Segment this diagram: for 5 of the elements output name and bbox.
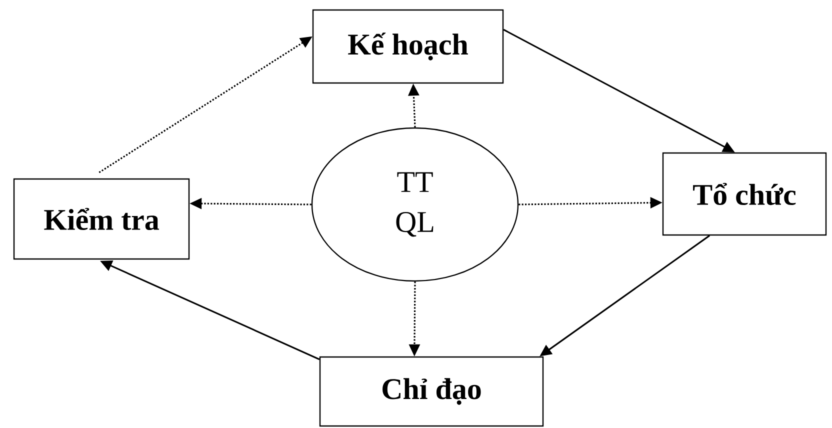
ellipse-node: TT QL <box>311 127 519 282</box>
process-box: Kế hoạch <box>312 9 504 84</box>
process-box: Tổ chức <box>662 152 827 236</box>
process-box: Kiểm tra <box>13 178 190 260</box>
process-box: Chỉ đạo <box>319 356 544 427</box>
